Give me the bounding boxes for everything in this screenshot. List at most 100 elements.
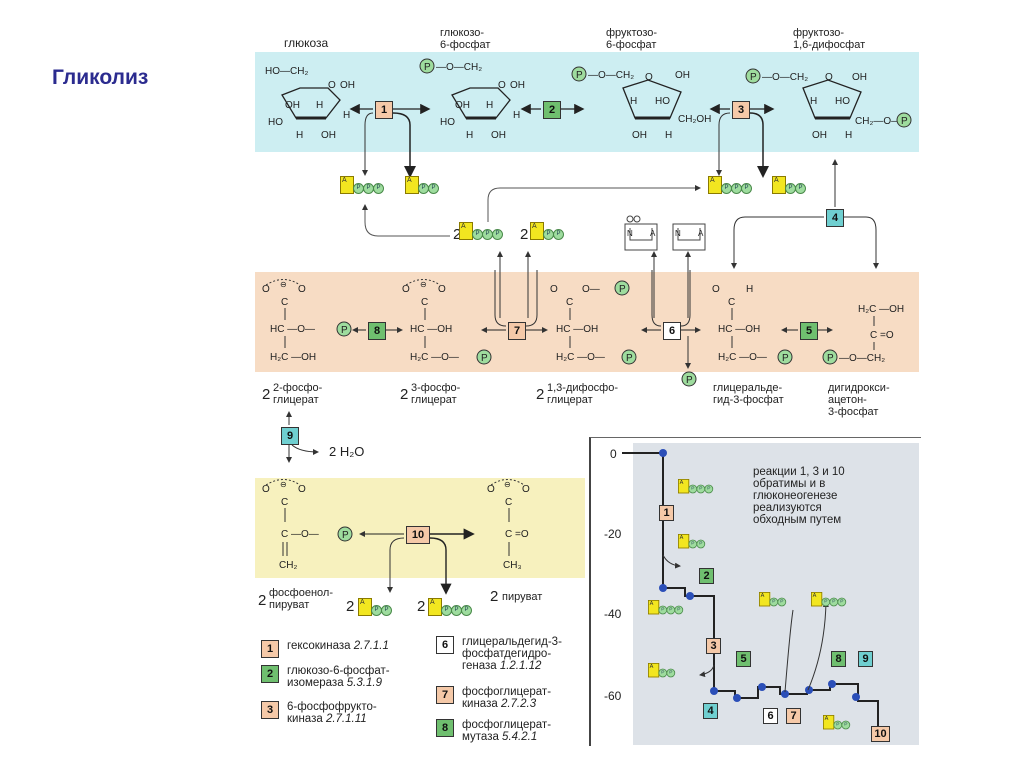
phosphate-icon: P: [553, 229, 564, 240]
label-pep-1: фосфоенол-: [269, 587, 333, 599]
phosphate-icon: [745, 68, 761, 84]
svg-text:CH₃: CH₃: [503, 560, 522, 571]
svg-text:A: A: [650, 229, 656, 238]
coef-pyruvate: 2: [490, 588, 499, 605]
svg-text:—O—CH₂: —O—CH₂: [839, 353, 885, 364]
coef-adp-10: 2: [346, 598, 355, 615]
svg-text:P: P: [901, 116, 908, 127]
nad-icon: [624, 215, 658, 251]
adenosine-icon: A: [340, 176, 354, 194]
svg-text:—O—CH₂: —O—CH₂: [762, 72, 808, 83]
legend-enzyme-name: фосфоглицерат-мутаза 5.4.2.1: [462, 719, 552, 743]
svg-text:O: O: [298, 284, 306, 295]
svg-text:O: O: [712, 284, 720, 295]
inset-reaction-5: 5: [736, 651, 751, 667]
svg-text:O: O: [522, 484, 530, 495]
legend-reaction-box: 8: [436, 719, 454, 737]
svg-text:HC —OH: HC —OH: [718, 324, 760, 335]
adenosine-icon: A: [648, 600, 660, 615]
legend-enzyme-name: глюкозо-6-фосфат-изомераза 5.3.1.9: [287, 665, 390, 689]
note-line: обходным путем: [753, 514, 842, 526]
y-tick-40: -40: [604, 607, 622, 621]
svg-text:H: H: [630, 96, 637, 107]
svg-text:O—: O—: [582, 284, 600, 295]
coef-3pg: 2: [400, 386, 409, 403]
svg-text:C: C: [566, 297, 573, 308]
svg-text:CH₂—O—: CH₂—O—: [855, 116, 901, 127]
adenosine-icon: A: [708, 176, 722, 194]
svg-text:O: O: [298, 484, 306, 495]
svg-text:H: H: [810, 96, 817, 107]
svg-text:⊖: ⊖: [280, 480, 287, 489]
label-13bpg-1: 1,3-дифосфо-: [547, 382, 619, 394]
reaction-7-box: 7: [508, 322, 526, 340]
legend-enzyme-name: гексокиназа 2.7.1.1: [287, 640, 389, 652]
svg-text:OH: OH: [675, 70, 690, 81]
phosphate-icon: P: [492, 229, 503, 240]
inset-reaction-10: 10: [871, 726, 890, 742]
legend-item: 8 фосфоглицерат-мутаза 5.4.2.1: [436, 719, 551, 743]
svg-text:P: P: [827, 353, 834, 364]
svg-text:P: P: [686, 375, 693, 386]
coef-atp-10: 2: [417, 598, 426, 615]
inset-reaction-4: 4: [703, 703, 718, 719]
label-f16bp-2: 1,6-дифосфат: [793, 39, 866, 51]
glucose-structure: [281, 87, 341, 120]
slide-title: Гликолиз: [52, 66, 149, 89]
label-pyruvate: пируват: [502, 591, 543, 603]
label-pep-2: пируват: [269, 599, 310, 611]
inset-note: реакции 1, 3 и 10 обратимы и в глюконеог…: [753, 466, 845, 526]
legend-reaction-box: 3: [261, 701, 279, 719]
svg-text:P: P: [576, 70, 583, 81]
phosphate-icon: P: [381, 605, 392, 616]
svg-text:P: P: [750, 72, 757, 83]
reaction-9-box: 9: [281, 427, 299, 445]
glucose-ho-ch2: HO—CH₂: [265, 66, 308, 77]
energy-profile-nodes: [659, 449, 860, 702]
adenosine-icon: A: [811, 592, 823, 607]
legend-reaction-box: 6: [436, 636, 454, 654]
svg-text:HC —OH: HC —OH: [556, 324, 598, 335]
svg-text:HC —O—: HC —O—: [270, 324, 315, 335]
svg-text:H: H: [665, 130, 672, 141]
legend-reaction-box: 2: [261, 665, 279, 683]
legend-ec-number: 2.7.1.1: [350, 640, 389, 652]
reaction-2-box: 2: [543, 101, 561, 119]
phosphate-icon: P: [777, 597, 787, 607]
svg-text:H: H: [486, 100, 493, 111]
svg-text:H: H: [845, 130, 852, 141]
label-glucose: глюкоза: [284, 36, 329, 50]
phosphate-icon: P: [428, 183, 439, 194]
svg-text:P: P: [619, 284, 626, 295]
svg-text:O: O: [498, 80, 506, 91]
svg-text:A: A: [698, 229, 704, 238]
phosphate-released-icon: [681, 371, 697, 387]
svg-text:OH: OH: [632, 130, 647, 141]
svg-text:OH: OH: [812, 130, 827, 141]
g6p-structure: [451, 87, 511, 120]
label-13bpg-2: глицерат: [547, 394, 593, 406]
coef-2pg: 2: [262, 386, 271, 403]
label-g6p-1: глюкозо-: [440, 27, 485, 39]
svg-text:P: P: [626, 353, 633, 364]
svg-text:OH: OH: [340, 80, 355, 91]
adenosine-icon: A: [358, 598, 372, 616]
phosphate-icon: P: [461, 605, 472, 616]
svg-text:C =O: C =O: [505, 529, 529, 540]
y-tick-0: 0: [610, 447, 617, 461]
svg-text:H₂C —O—: H₂C —O—: [556, 352, 605, 363]
svg-text:CH₂: CH₂: [279, 560, 297, 571]
svg-text:C: C: [728, 297, 735, 308]
svg-text:H: H: [466, 130, 473, 141]
phosphate-icon: P: [837, 597, 847, 607]
inset-reaction-3: 3: [706, 638, 721, 654]
